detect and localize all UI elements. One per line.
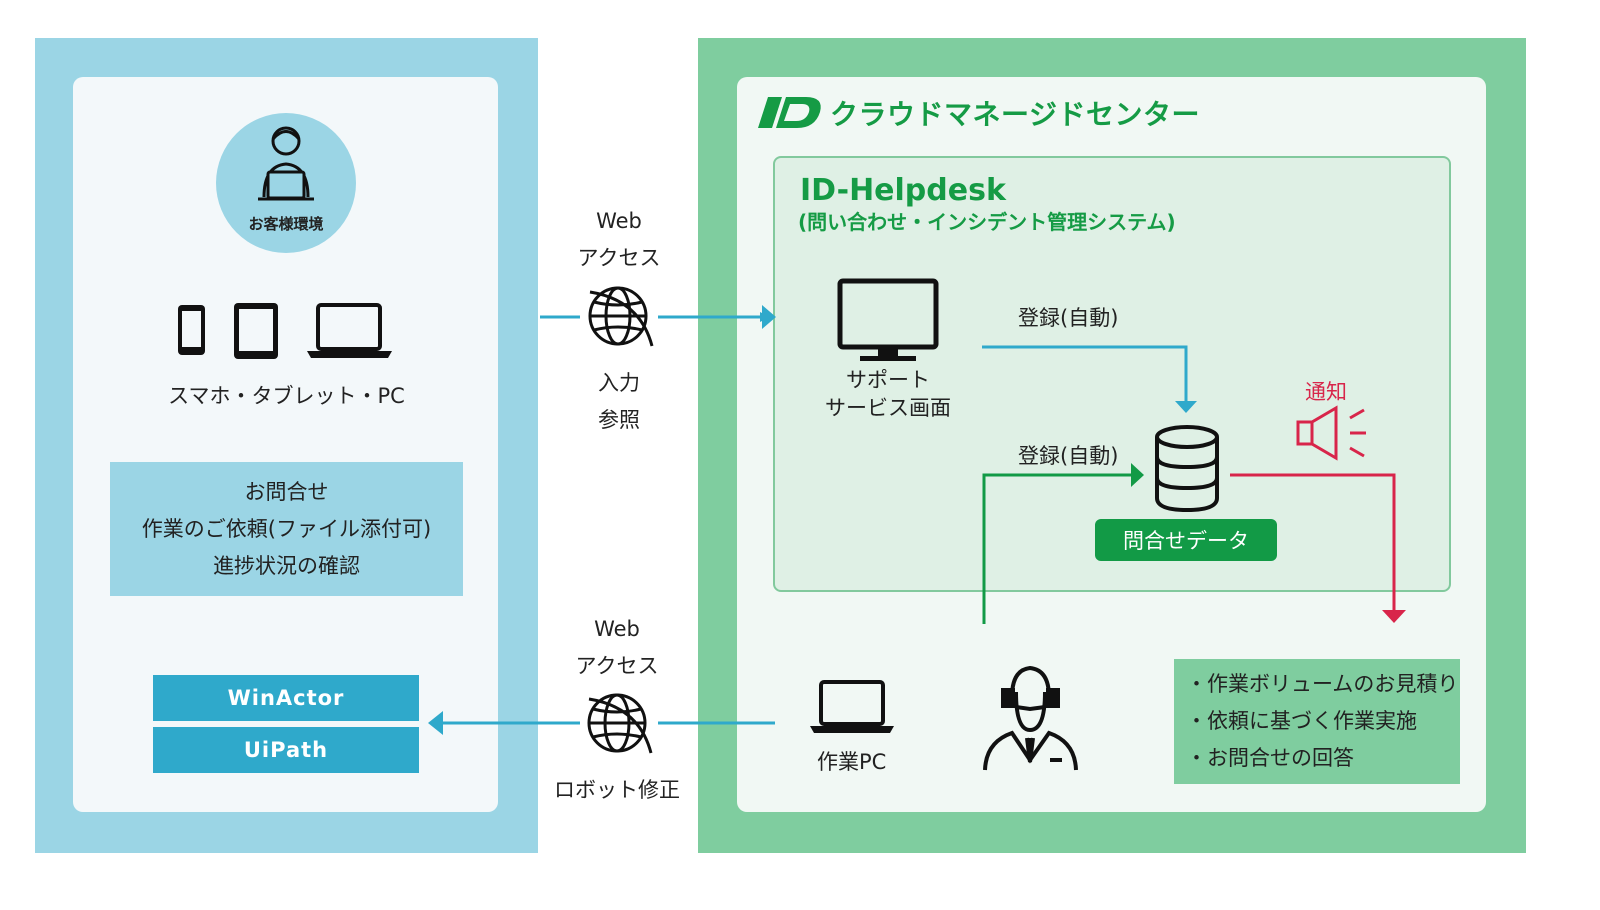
request-box: お問合せ 作業のご依頼(ファイル添付可) 進捗状況の確認	[110, 462, 463, 596]
globe-icon-bottom	[587, 693, 653, 754]
center-title: クラウドマネージドセンター	[830, 98, 1200, 131]
tasks-box: ・作業ボリュームのお見積り ・依頼に基づく作業実施 ・お問合せの回答	[1174, 659, 1460, 784]
top-link-input: 入力	[598, 371, 640, 395]
bottom-link-above: Web アクセス	[558, 611, 676, 685]
top-link-above: Web アクセス	[560, 203, 678, 277]
top-link-below: 入力 参照	[560, 365, 678, 439]
register-auto-bottom: 登録(自動)	[1018, 444, 1119, 468]
top-link-view: 参照	[598, 408, 640, 432]
bottom-link-access: アクセス	[575, 654, 659, 678]
winactor-button[interactable]: WinActor	[153, 675, 419, 721]
globe-icon	[588, 286, 654, 347]
request-item: 進捗状況の確認	[213, 553, 360, 578]
top-link-access: アクセス	[577, 246, 661, 270]
work-pc-label: 作業PC	[817, 750, 887, 774]
helpdesk-title: ID-Helpdesk	[800, 173, 1006, 208]
task-item: ・依頼に基づく作業実施	[1186, 709, 1417, 733]
register-auto-top: 登録(自動)	[1018, 306, 1119, 330]
task-item: ・作業ボリュームのお見積り	[1186, 672, 1459, 696]
bottom-link-web: Web	[594, 617, 640, 641]
helpdesk-subtitle: (問い合わせ・インシデント管理システム)	[798, 210, 1176, 234]
devices-label: スマホ・タブレット・PC	[168, 384, 405, 408]
inquiry-data-badge: 問合せデータ	[1095, 519, 1277, 561]
customer-env-label: お客様環境	[248, 215, 324, 233]
support-screen-line2: サービス画面	[825, 396, 951, 420]
notify-label: 通知	[1305, 380, 1347, 404]
task-item: ・お問合せの回答	[1186, 746, 1354, 770]
top-link-web: Web	[596, 209, 642, 233]
support-screen-line1: サポート	[846, 368, 930, 392]
uipath-button[interactable]: UiPath	[153, 727, 419, 773]
request-item: 作業のご依頼(ファイル添付可)	[141, 516, 432, 541]
support-screen-label: サポート サービス画面	[808, 366, 968, 422]
request-item: お問合せ	[244, 479, 329, 504]
bottom-link-robot-fix: ロボット修正	[554, 778, 680, 802]
